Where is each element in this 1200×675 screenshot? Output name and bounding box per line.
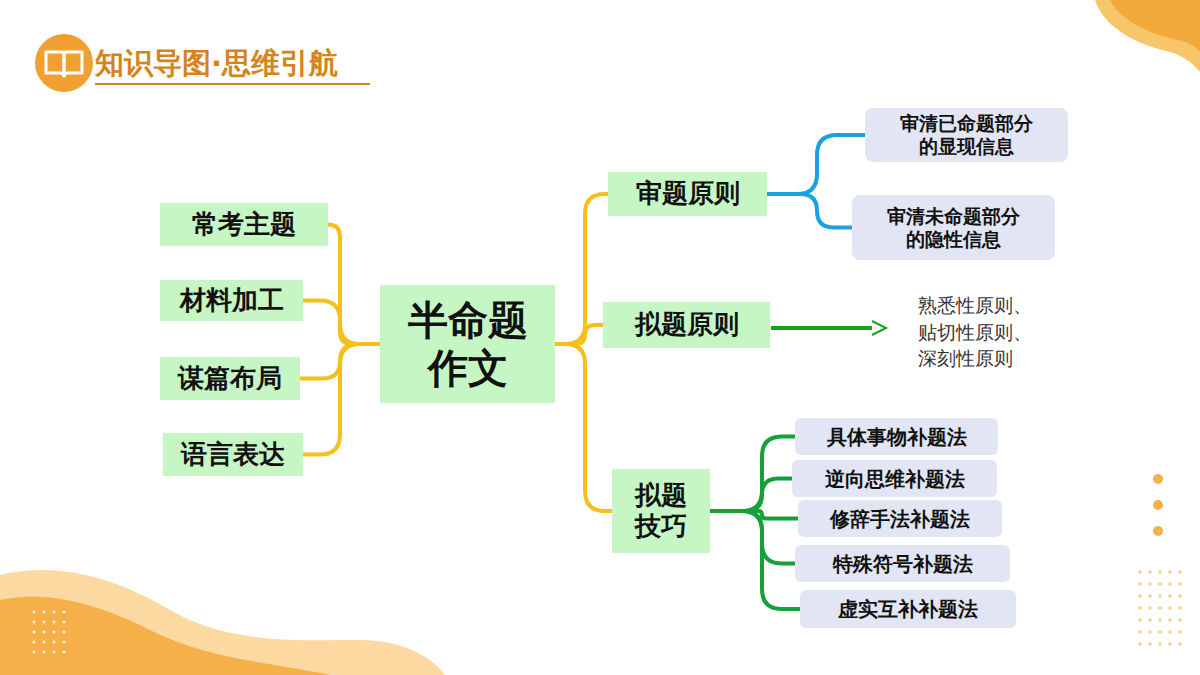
leaf-box: 特殊符号补题法 bbox=[795, 545, 1010, 582]
connector-line bbox=[555, 325, 603, 344]
branch-connector bbox=[555, 325, 603, 344]
branch-connector bbox=[710, 511, 800, 609]
connector-line bbox=[767, 135, 865, 194]
node-text: 拟题 技巧 bbox=[616, 480, 706, 542]
node-text: 具体事物补题法 bbox=[827, 425, 967, 449]
connector-line bbox=[710, 437, 795, 512]
branch-box: 审题原则 bbox=[608, 172, 767, 216]
branch-connector bbox=[710, 479, 792, 512]
node-text: 常考主题 bbox=[192, 209, 296, 240]
connector-line bbox=[303, 344, 380, 455]
node-text: 半命题 作文 bbox=[384, 296, 551, 392]
leaf-box: 具体事物补题法 bbox=[795, 418, 998, 455]
leaf-box: 虚实互补补题法 bbox=[800, 590, 1016, 628]
principle-arrow bbox=[771, 321, 886, 335]
corner-blob bbox=[1095, 0, 1200, 72]
central-topic: 半命题 作文 bbox=[380, 285, 555, 403]
leaf-box: 审清未命题部分 的隐性信息 bbox=[852, 195, 1055, 260]
dot-grid bbox=[1138, 570, 1182, 646]
node-text: 虚实互补补题法 bbox=[838, 597, 978, 621]
note-text: 熟悉性原则、 贴切性原则、 深刻性原则 bbox=[918, 292, 1053, 372]
node-text: 逆向思维补题法 bbox=[825, 467, 965, 491]
node-text: 拟题原则 bbox=[635, 309, 739, 340]
slide-title: 知识导图·思维引航 bbox=[95, 44, 338, 84]
branch-connector bbox=[328, 225, 380, 345]
connector-line bbox=[710, 511, 795, 564]
wave-blob bbox=[0, 570, 445, 675]
branch-connector bbox=[303, 301, 380, 345]
branch-box: 常考主题 bbox=[160, 203, 328, 246]
node-text: 谋篇布局 bbox=[178, 363, 282, 394]
leaf-box: 审清已命题部分 的显现信息 bbox=[865, 108, 1068, 162]
branch-connector bbox=[303, 344, 380, 455]
node-text: 审清未命题部分 的隐性信息 bbox=[856, 205, 1051, 251]
node-text: 审题原则 bbox=[636, 178, 740, 209]
branch-box: 拟题原则 bbox=[603, 302, 770, 348]
leaf-box: 逆向思维补题法 bbox=[792, 460, 997, 497]
connector-line bbox=[328, 225, 380, 345]
title-underline bbox=[95, 83, 370, 85]
node-text: 语言表达 bbox=[181, 439, 285, 470]
side-dots bbox=[1153, 474, 1163, 536]
branch-box: 材料加工 bbox=[160, 280, 303, 321]
branch-box: 语言表达 bbox=[163, 433, 303, 476]
connector-line bbox=[710, 479, 792, 512]
connector-line bbox=[303, 301, 380, 345]
wave-blob bbox=[0, 597, 330, 675]
leaf-box: 修辞手法补题法 bbox=[798, 500, 1002, 537]
node-text: 修辞手法补题法 bbox=[830, 507, 970, 531]
branch-connector bbox=[710, 437, 795, 512]
node-text: 材料加工 bbox=[180, 285, 284, 316]
connector-line bbox=[555, 194, 608, 344]
dot-grid bbox=[32, 610, 65, 653]
branch-box: 谋篇布局 bbox=[160, 357, 300, 400]
connector-line bbox=[767, 194, 852, 228]
branch-connector bbox=[767, 194, 852, 228]
branch-connector bbox=[710, 511, 795, 564]
branch-connector bbox=[555, 194, 608, 344]
branch-connector bbox=[767, 135, 865, 194]
branch-connector bbox=[555, 344, 612, 511]
connector-line bbox=[710, 511, 800, 609]
node-text: 特殊符号补题法 bbox=[833, 552, 973, 576]
node-text: 审清已命题部分 的显现信息 bbox=[869, 112, 1064, 158]
branch-box: 拟题 技巧 bbox=[612, 469, 710, 553]
corner-blob bbox=[1110, 0, 1200, 52]
connector-line bbox=[555, 344, 612, 511]
book-icon bbox=[35, 34, 93, 92]
